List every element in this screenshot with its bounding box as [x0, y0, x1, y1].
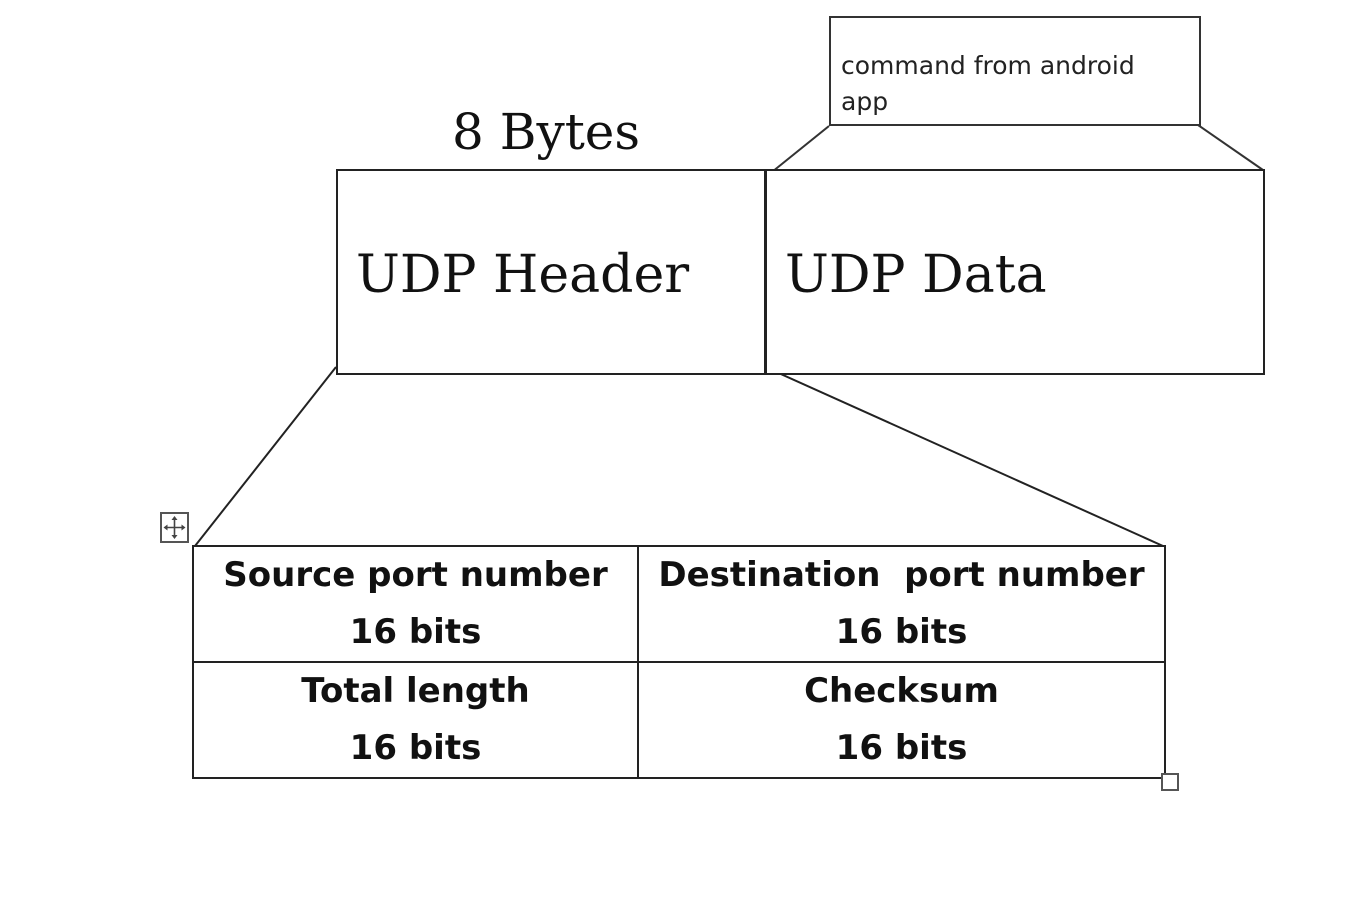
field-name: Destination port number — [658, 555, 1145, 595]
source-port-cell: Source port number 16 bits — [192, 545, 639, 663]
resize-square-icon[interactable] — [1161, 773, 1179, 791]
header-expansion-line-right — [762, 365, 1164, 547]
callout-connector-left — [766, 125, 830, 177]
callout-text: command from android app — [841, 51, 1135, 116]
udp-data-label: UDP Data — [785, 245, 1047, 305]
field-name: Total length — [301, 671, 530, 711]
destination-port-cell: Destination port number 16 bits — [637, 545, 1166, 663]
callout-connector-right — [1197, 124, 1264, 171]
move-arrows-icon[interactable] — [160, 512, 189, 543]
header-size-label: 8 Bytes — [452, 103, 641, 161]
table-row: Source port number 16 bits Destination p… — [192, 545, 1166, 663]
callout-box: command from android app — [829, 16, 1201, 126]
field-name: Checksum — [804, 671, 999, 711]
field-size: 16 bits — [349, 612, 482, 652]
total-length-cell: Total length 16 bits — [192, 661, 639, 779]
udp-header-label: UDP Header — [356, 245, 690, 305]
field-size: 16 bits — [835, 612, 968, 652]
udp-data-box: UDP Data — [765, 169, 1265, 375]
udp-header-box: UDP Header — [336, 169, 766, 375]
header-expansion-line-left — [194, 366, 337, 547]
field-name: Source port number — [223, 555, 608, 595]
field-size: 16 bits — [349, 728, 482, 768]
field-size: 16 bits — [835, 728, 968, 768]
checksum-cell: Checksum 16 bits — [637, 661, 1166, 779]
table-row: Total length 16 bits Checksum 16 bits — [192, 661, 1166, 779]
udp-header-fields-table: Source port number 16 bits Destination p… — [192, 545, 1166, 779]
